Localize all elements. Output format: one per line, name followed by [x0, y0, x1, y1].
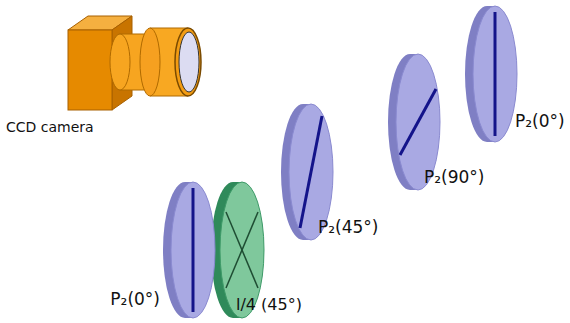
- polarizer-disk: [163, 182, 215, 318]
- ccd-camera: [68, 16, 201, 110]
- element-label: P₂(45°): [318, 218, 378, 237]
- camera-label: CCD camera: [6, 120, 94, 135]
- element-label: P₂(90°): [424, 168, 484, 187]
- element-label: P₂(0°): [515, 112, 565, 131]
- polarizer-disk: [465, 6, 517, 142]
- element-label: P₂(0°): [110, 290, 160, 309]
- element-label: l/4 (45°): [236, 296, 302, 314]
